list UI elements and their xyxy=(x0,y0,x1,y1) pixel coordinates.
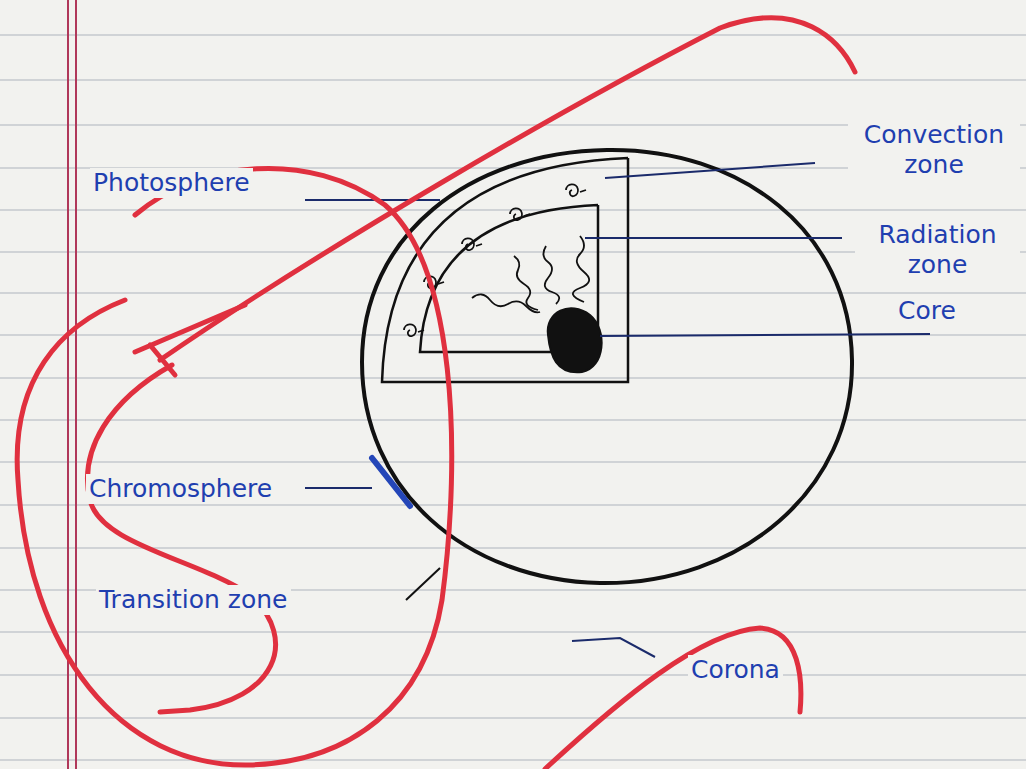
ruled-line xyxy=(0,717,1026,719)
chromosphere-mark xyxy=(372,458,410,506)
red-scribbles xyxy=(17,18,855,769)
leader-line xyxy=(572,638,655,657)
radiation-squiggle xyxy=(543,246,559,304)
layer-label: Corona xyxy=(688,655,783,685)
convection-curl xyxy=(404,324,424,336)
convection-curl xyxy=(462,238,482,250)
layer-label: Chromosphere xyxy=(86,474,275,504)
ruled-line xyxy=(0,79,1026,81)
convection-curl xyxy=(510,208,530,220)
ruled-line xyxy=(0,759,1026,761)
leader-line xyxy=(605,163,815,178)
layer-label: Photosphere xyxy=(90,168,253,198)
radiation-squiggle xyxy=(472,294,540,312)
leader-lines xyxy=(305,163,930,657)
layer-label: Convection zone xyxy=(848,120,1020,180)
core-blob xyxy=(548,308,602,372)
layer-label: Radiation zone xyxy=(855,220,1020,280)
leader-line xyxy=(406,568,440,600)
ruled-line xyxy=(0,419,1026,421)
red-curve xyxy=(545,628,801,769)
red-stroke xyxy=(135,305,245,375)
sun-outline xyxy=(362,150,852,583)
convection-curls xyxy=(404,184,586,336)
layer-label: Transition zone xyxy=(96,585,291,615)
layer-label: Core xyxy=(895,296,959,326)
red-loop xyxy=(17,168,452,765)
margin-line xyxy=(75,0,77,769)
ruled-line xyxy=(0,292,1026,294)
ruled-line xyxy=(0,34,1026,36)
leader-line xyxy=(305,487,372,489)
ruled-line xyxy=(0,504,1026,506)
ruled-line xyxy=(0,461,1026,463)
convection-boundary xyxy=(382,158,628,382)
radiation-squiggle xyxy=(514,256,538,310)
leader-line xyxy=(600,334,930,336)
ruled-line xyxy=(0,674,1026,676)
convection-curl xyxy=(566,184,586,196)
red-swoop xyxy=(160,18,855,360)
leader-line xyxy=(585,237,842,239)
ruled-line xyxy=(0,334,1026,336)
ruled-line xyxy=(0,631,1026,633)
radiation-squiggle xyxy=(573,236,589,302)
red-s-curve xyxy=(88,365,276,712)
radiation-squiggles xyxy=(472,236,589,312)
